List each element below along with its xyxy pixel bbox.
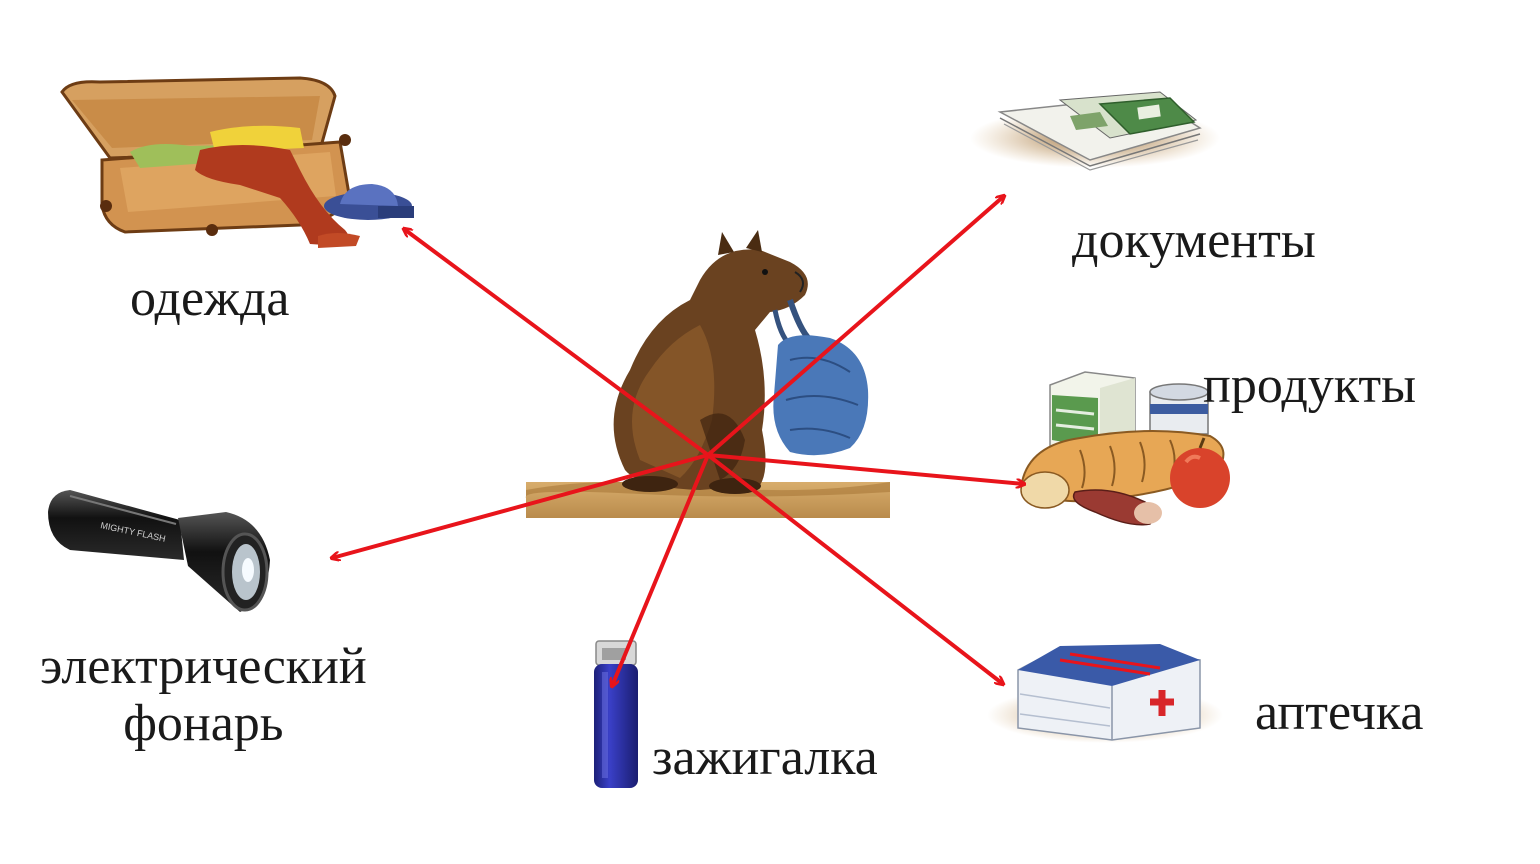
arrow-to-flashlight: [332, 453, 709, 558]
label-food: продукты: [1203, 357, 1417, 414]
flashlight-icon: MIGHTY FLASH: [48, 490, 270, 612]
arrow-to-lighter: [612, 454, 710, 686]
documents-icon: [970, 91, 1220, 171]
food-icon: [1020, 371, 1230, 526]
first-aid-kit-icon: [987, 644, 1223, 743]
label-lighter: зажигалка: [652, 729, 878, 786]
arrow-to-documents: [706, 196, 1004, 457]
suitcase-clothes-icon: [60, 76, 414, 248]
arrow-to-clothes: [404, 229, 710, 457]
label-flashlight-line1: электрический: [40, 638, 367, 695]
label-documents: документы: [1072, 212, 1316, 269]
arrow-to-food: [707, 453, 1024, 484]
label-first-aid: аптечка: [1255, 684, 1424, 741]
lighter-icon: [594, 640, 638, 788]
dog-with-bag-icon: [525, 230, 890, 518]
label-flashlight-line2: фонарь: [123, 695, 284, 753]
label-clothes: одежда: [130, 270, 290, 327]
arrows: [332, 196, 1024, 686]
label-flashlight: электрический фонарь: [40, 638, 367, 752]
arrow-to-first-aid: [706, 453, 1003, 684]
